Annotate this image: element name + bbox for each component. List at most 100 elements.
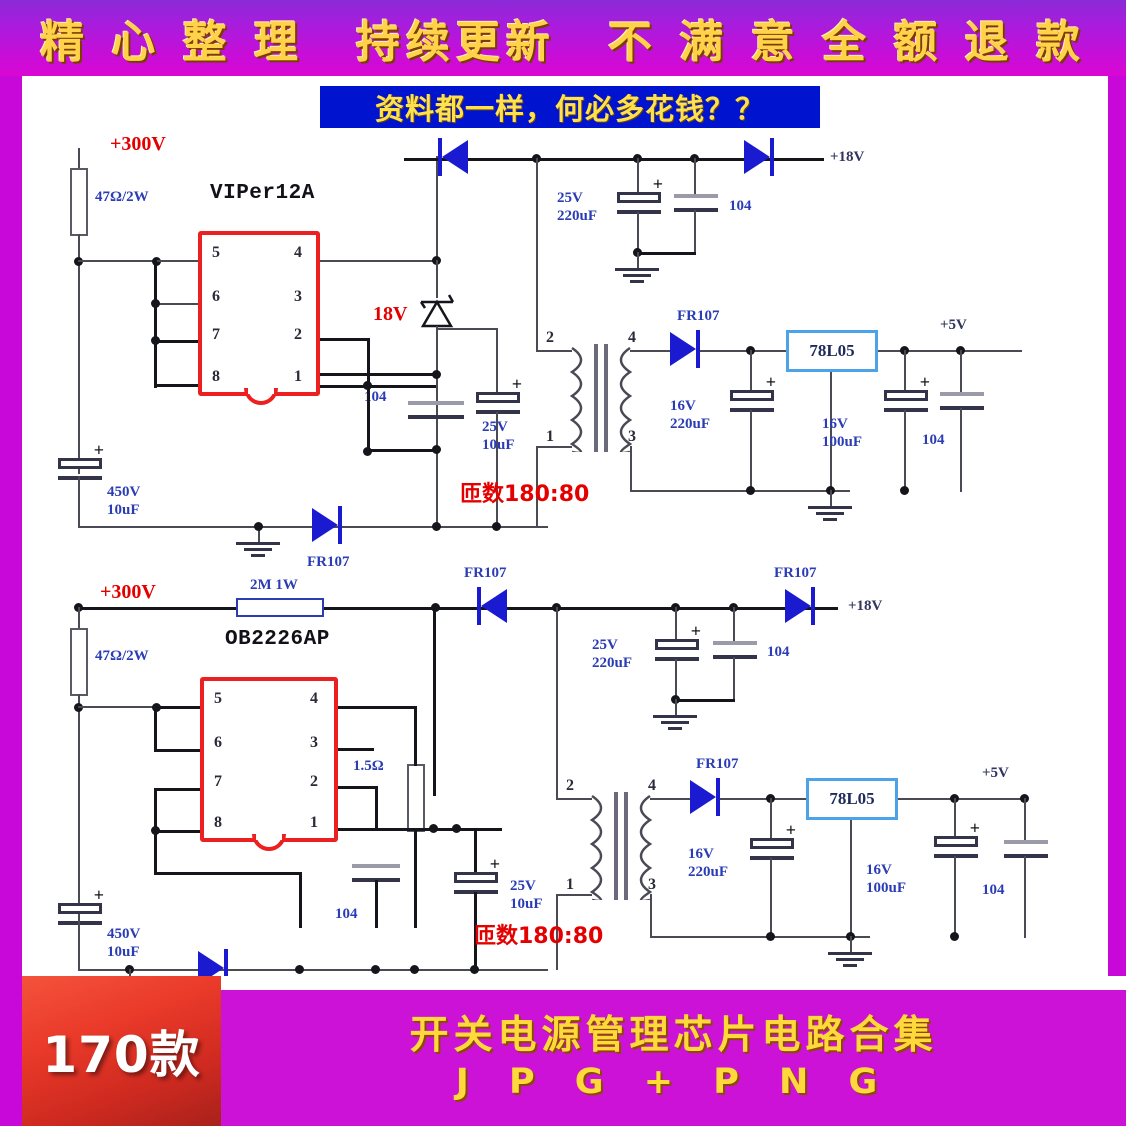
ob-sec-cap-drop xyxy=(770,858,772,938)
ob-sense-resistor-label: 1.5Ω xyxy=(353,758,384,774)
viper-vcc-top-wire xyxy=(436,328,498,330)
viper-pin2-drop xyxy=(367,338,370,388)
ob-reg-out-cap-riser xyxy=(954,798,956,838)
ob-ic-name: OB2226AP xyxy=(225,628,330,651)
ob-vcc-cap-label: 25V 10uF xyxy=(510,878,543,912)
viper-rail-to-xfmr-wire xyxy=(536,158,538,350)
viper-reg-gnd-pin xyxy=(830,372,832,492)
viper-vcc-cap-drop xyxy=(496,412,498,528)
viper-primary-diode-label: FR107 xyxy=(307,554,350,570)
ob-vcc-top-wire xyxy=(458,828,502,831)
viper-sec-cap-plate-top xyxy=(730,390,774,401)
ob-bulk-cap-plus: + xyxy=(93,885,104,905)
ob-out-cer-cap xyxy=(713,641,757,659)
ob-out-electro-plus: + xyxy=(690,621,701,641)
viper-reg-cer-riser xyxy=(960,350,962,392)
ob-wire-pin6 xyxy=(156,749,202,752)
ob-out-cap-return xyxy=(675,699,735,702)
ob-node-sense-return xyxy=(410,965,419,974)
viper-snubber-cap-plate-top xyxy=(408,401,464,405)
viper-node-vcc-bottom xyxy=(492,522,501,531)
footer: 170款 开关电源管理芯片电路合集 J P G + P N G xyxy=(0,976,1126,1126)
viper-xfmr-pin-2: 2 xyxy=(546,329,554,346)
ob-bulk-cap-label: 450V 10uF xyxy=(107,926,141,960)
ob-xfmr-pin-1: 1 xyxy=(566,876,574,893)
ob-return-wire xyxy=(78,969,548,971)
viper-sec-return-wire xyxy=(630,490,850,492)
schematic-canvas: 资料都一样，何必多花钱？？ +300V 47Ω/2W xyxy=(22,76,1108,976)
ob-xfmr-p1-wire xyxy=(556,798,592,800)
viper-xfmr-p2-drop xyxy=(536,446,538,528)
header-slogan-2: 持续更新 xyxy=(356,17,557,68)
ob-pin2-wire xyxy=(338,786,378,789)
viper-xfmr-pin-1: 1 xyxy=(546,428,554,445)
viper-reg-cer-plate-bot xyxy=(940,406,984,410)
viper-out-cer-plate-top xyxy=(674,194,718,198)
viper-bulk-cap: + xyxy=(58,440,104,480)
viper-pin-5: 5 xyxy=(212,244,220,261)
header-slogan-1: 精 心 整 理 xyxy=(40,17,304,68)
ob-xfmr-secondary-coil xyxy=(639,794,653,900)
viper-start-resistor-label: 47Ω/2W xyxy=(95,189,149,205)
ob-out-diode-label: FR107 xyxy=(774,565,817,581)
viper-out-gnd-stem xyxy=(637,252,639,268)
viper-pin1-drop xyxy=(367,385,370,451)
viper-ic-name: VIPer12A xyxy=(210,182,315,205)
ob-pin-2: 2 xyxy=(310,773,318,790)
ob-pin4-wire xyxy=(338,706,416,709)
viper-reg-out-cap-drop xyxy=(904,410,906,492)
ob-start-resistor xyxy=(70,628,88,696)
viper-snubber-cap-plate-bot xyxy=(408,415,464,419)
footer-background xyxy=(221,990,1126,1126)
viper-node-pin6 xyxy=(151,299,160,308)
viper-reg-out-plate-bot xyxy=(884,408,928,412)
viper-node-zener-return xyxy=(432,522,441,531)
viper-xfmr-p2-wire xyxy=(536,446,572,448)
viper-sec-diode-label: FR107 xyxy=(677,308,720,324)
viper-xfmr-primary-coil xyxy=(569,346,583,452)
viper-zener-top-wire xyxy=(436,260,438,298)
ob-reg-out-plate-top xyxy=(934,836,978,847)
ob-out-cer-plate-bot xyxy=(713,655,757,659)
ob-vcc-cap-drop xyxy=(474,892,477,970)
viper-out-cer-cap xyxy=(674,194,718,212)
ob-wire-rail-to-pin5 xyxy=(78,706,156,708)
viper-snubber-cap xyxy=(408,401,464,419)
ob-pin2-drop xyxy=(375,786,378,830)
viper-pin1-wire xyxy=(320,385,436,388)
ob-reg-cer-label: 104 xyxy=(982,882,1005,898)
ob-turns-ratio: 匝数180:80 xyxy=(474,924,604,949)
viper-out-electro-cap: + xyxy=(617,174,663,214)
ob-vcc-cap-plus: + xyxy=(489,854,500,874)
viper-vcc-cap-plate-bot xyxy=(476,410,520,414)
ob-snubber-cap-drop xyxy=(375,880,378,928)
viper-reg-cer-plate-top xyxy=(940,392,984,396)
header-slogan-3: 不 满 意 全 额 退 款 xyxy=(608,17,1086,68)
viper-node-reg-out-return xyxy=(900,486,909,495)
ob-snubber-cap-label: 104 xyxy=(335,906,358,922)
ob-vcc-cap-riser xyxy=(474,828,477,874)
viper-vcc-cap-plus: + xyxy=(511,374,522,394)
ob-300v-rail xyxy=(78,607,838,610)
viper-pin1-to-zenerbus xyxy=(367,449,437,452)
ob-out-electro-plate-bot xyxy=(655,657,699,661)
viper-wire-pin7 xyxy=(156,340,200,343)
viper-out-diode-bar xyxy=(770,138,774,176)
viper-out-electro-label: 25V 220uF xyxy=(557,190,598,224)
ob-sec-cap-plate-top xyxy=(750,838,794,849)
count-badge: 170款 xyxy=(22,976,221,1126)
viper-out-cer-drop xyxy=(694,210,696,254)
ob-node-vcc-return xyxy=(470,965,479,974)
ob-out-cer-plate-top xyxy=(713,641,757,645)
ob-pin3-stub xyxy=(338,748,374,751)
ob-out-electro-cap: + xyxy=(655,621,701,661)
ob-pin8-to-gnd xyxy=(299,872,302,928)
viper-out-electro-plate-top xyxy=(617,192,661,203)
viper-bulk-cap-plus: + xyxy=(93,440,104,460)
ob-reg-out-plus: + xyxy=(969,818,980,838)
ob-wire-pin8 xyxy=(156,830,202,833)
viper-ic-body xyxy=(198,231,320,396)
viper-turns-ratio: 匝数180:80 xyxy=(460,482,590,507)
ob-pin-8: 8 xyxy=(214,814,222,831)
viper-reg-cer-drop xyxy=(960,408,962,492)
